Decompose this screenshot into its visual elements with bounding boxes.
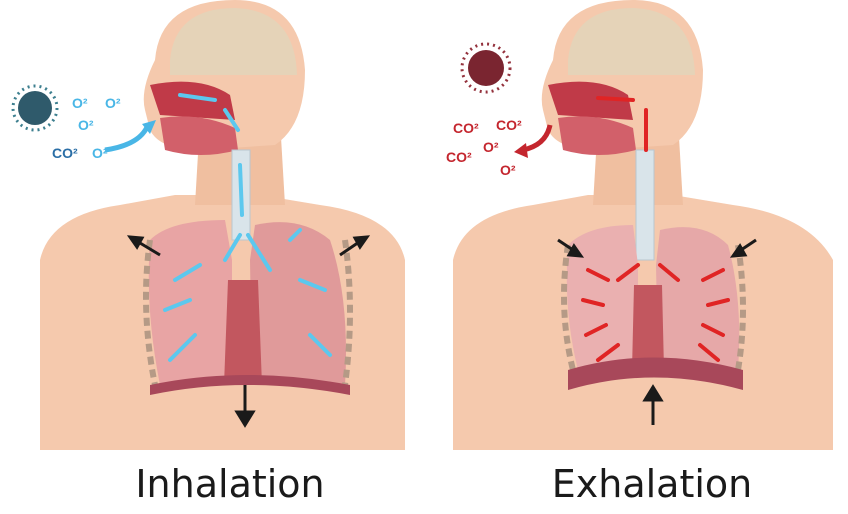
gas-label: CO² (52, 145, 78, 161)
exhalation-illustration: CO² CO² CO² O² O² (438, 0, 848, 450)
intake-arrow (105, 125, 148, 150)
left-lung (149, 220, 232, 385)
gas-label: CO² (496, 117, 522, 133)
gas-label: O² (483, 139, 499, 155)
left-lung (567, 225, 638, 370)
outflow-arrow (523, 125, 550, 150)
gas-label: O² (92, 145, 108, 161)
gas-label: O² (72, 95, 88, 111)
exhalation-caption: Exhalation (502, 462, 802, 506)
trachea (636, 150, 654, 260)
mediastinum (224, 280, 262, 385)
outflow-arrowhead (514, 143, 528, 158)
inhalation-illustration: O² O² O² CO² O² (0, 0, 410, 450)
gas-label: O² (500, 162, 516, 178)
virus-icon (13, 86, 57, 130)
gas-label: CO² (453, 120, 479, 136)
mediastinum (632, 285, 664, 370)
gas-label: O² (105, 95, 121, 111)
gas-label: CO² (446, 149, 472, 165)
exhalation-panel: CO² CO² CO² O² O² (438, 0, 848, 450)
inhalation-caption: Inhalation (80, 462, 380, 506)
virus-icon (462, 44, 510, 92)
gas-label: O² (78, 117, 94, 133)
inhalation-panel: O² O² O² CO² O² (0, 0, 410, 450)
right-lung (250, 222, 346, 385)
